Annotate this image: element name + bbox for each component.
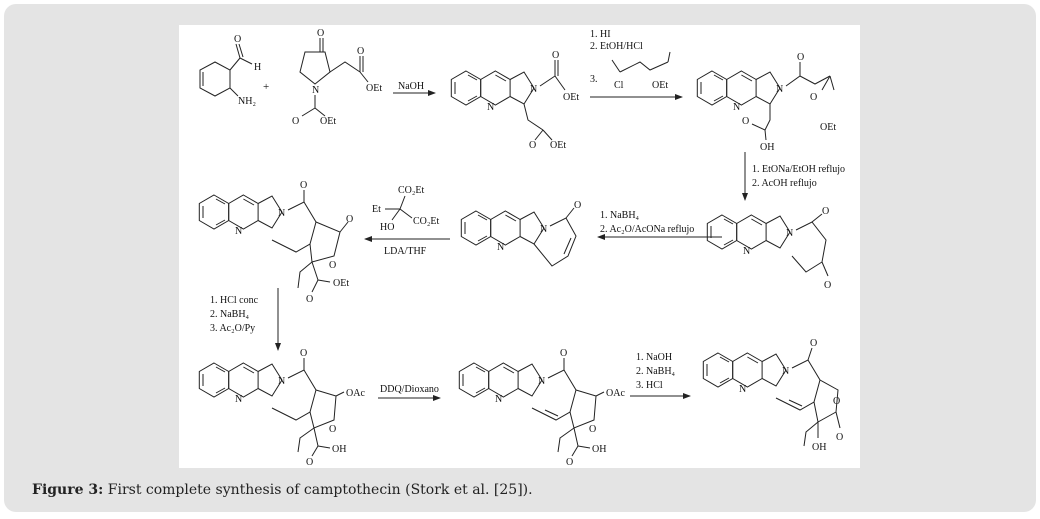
atom-n: N: [776, 84, 783, 95]
caption-label: Figure 3:: [32, 482, 104, 498]
atom-n: N: [278, 208, 285, 219]
atom-n: N: [530, 84, 537, 95]
reagent-oet: OEt: [652, 80, 668, 91]
atom-o: O: [329, 260, 336, 271]
atom-n: N: [495, 394, 502, 405]
caption-text: First complete synthesis of camptothecin…: [103, 482, 533, 498]
atom-o: O: [810, 92, 817, 103]
atom-oh: OH: [332, 444, 346, 455]
reagent-step8-2: 2. NaBH₄: [636, 366, 676, 377]
atom-o: O: [529, 140, 536, 151]
atom-n: N: [743, 246, 750, 257]
atom-o: O: [574, 200, 581, 211]
atom-o: O: [234, 34, 241, 45]
atom-n: N: [235, 394, 242, 405]
atom-o: O: [742, 116, 749, 127]
pyrrolidinone-ester: O N O OEt O OEt: [292, 28, 382, 127]
atom-n: N: [487, 102, 494, 113]
atom-o: O: [292, 116, 299, 127]
atom-o: O: [566, 457, 573, 468]
product-4: [460, 210, 545, 246]
reagent-step6-1: 1. HCl conc: [210, 295, 259, 306]
atom-o: O: [300, 180, 307, 191]
reagent-co2et-1: CO₂Et: [398, 185, 424, 196]
atom-oac: OAc: [606, 388, 625, 399]
figure-caption: Figure 3: First complete synthesis of ca…: [32, 482, 533, 498]
plus-sign: +: [263, 81, 269, 93]
atom-n: N: [782, 366, 789, 377]
atom-oh: OH: [592, 444, 606, 455]
atom-o: O: [589, 424, 596, 435]
reagent-step6-3: 3. Ac₂O/Py: [210, 323, 255, 334]
atom-oet: OEt: [320, 116, 336, 127]
atom-n: N: [733, 102, 740, 113]
atom-o: O: [824, 280, 831, 291]
camptothecin: [702, 352, 787, 388]
reaction-scheme: O H NH₂ + O N O OEt O OEt NaOH N N O OEt…: [179, 25, 860, 468]
reagent-step2-2: 2. EtOH/HCl: [590, 41, 643, 52]
atom-o: O: [357, 46, 364, 57]
product-6: [198, 362, 283, 398]
aminobenzaldehyde: O H NH₂: [199, 34, 261, 107]
atom-n: N: [235, 226, 242, 237]
atom-n: N: [278, 376, 285, 387]
reagent-step4-2: 2. Ac₂O/AcONa reflujo: [600, 224, 694, 235]
atom-n: N: [786, 228, 793, 239]
atom-oet: OEt: [366, 83, 382, 94]
atom-h: H: [254, 62, 261, 73]
atom-n: N: [540, 224, 547, 235]
atom-o: O: [306, 457, 313, 468]
reagent-et: Et: [372, 204, 381, 215]
atom-n: N: [497, 242, 504, 253]
product-2: [696, 70, 781, 106]
reagent-step1: NaOH: [398, 81, 424, 92]
product-3: [706, 214, 791, 250]
atom-o: O: [822, 206, 829, 217]
product-7: [458, 362, 543, 398]
atom-o: O: [306, 294, 313, 305]
reagent-step7: DDQ/Dioxano: [380, 384, 439, 395]
atom-oet: OEt: [333, 278, 349, 289]
atom-o: O: [329, 424, 336, 435]
reagent-step2-3: 3.: [590, 74, 598, 85]
atom-n: N: [312, 85, 319, 96]
reagent-step6-2: 2. NaBH₄: [210, 309, 250, 320]
atom-n: N: [538, 376, 545, 387]
reagent-lda-thf: LDA/THF: [384, 246, 427, 257]
atom-oet: OEt: [550, 140, 566, 151]
atom-oet: OEt: [820, 122, 836, 133]
atom-o: O: [552, 50, 559, 61]
atom-o: O: [810, 338, 817, 349]
reagent-co2et-2: CO₂Et: [413, 216, 439, 227]
reagent-step3-1: 1. EtONa/EtOH reflujo: [752, 164, 845, 175]
atom-oet: OEt: [563, 92, 579, 103]
reagent-step8-1: 1. NaOH: [636, 352, 672, 363]
atom-n: N: [739, 384, 746, 395]
atom-oh: OH: [760, 142, 774, 153]
atom-o: O: [346, 214, 353, 225]
atom-oac: OAc: [346, 388, 365, 399]
atom-o: O: [797, 52, 804, 63]
atom-o: O: [317, 28, 324, 39]
atom-o: O: [833, 396, 840, 407]
atom-o: O: [300, 348, 307, 359]
atom-o: O: [560, 348, 567, 359]
product-5: [198, 194, 283, 230]
atom-oh: OH: [812, 442, 826, 453]
atom-nh2: NH₂: [238, 96, 256, 107]
product-1: [450, 70, 535, 106]
reagent-step4-1: 1. NaBH₄: [600, 210, 640, 221]
reagent-step8-3: 3. HCl: [636, 380, 663, 391]
reagent-cl: Cl: [614, 80, 624, 91]
atom-o: O: [836, 432, 843, 443]
reagent-step3-2: 2. AcOH reflujo: [752, 178, 817, 189]
reagent-ho: HO: [380, 222, 394, 233]
synthesis-diagram: O H NH₂ + O N O OEt O OEt NaOH N N O OEt…: [198, 28, 845, 468]
reagent-step2-1: 1. HI: [590, 29, 611, 40]
